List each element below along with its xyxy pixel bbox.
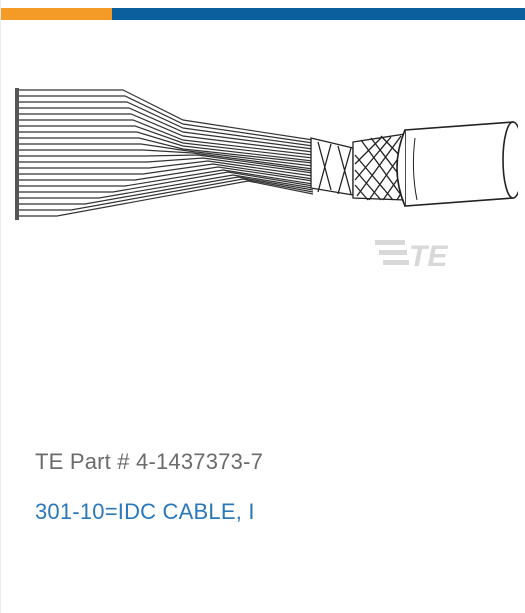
part-number-label: TE Part # 4-1437373-7 — [35, 449, 264, 474]
ribbon-cable-icon: TE — [15, 88, 524, 273]
cable-jacket — [396, 121, 524, 207]
ribbon-conductors — [17, 89, 314, 217]
te-watermark-logo — [375, 240, 409, 265]
product-title-link[interactable]: 301-10=IDC CABLE, I — [35, 499, 255, 524]
top-bar-orange-segment — [1, 8, 112, 20]
product-image[interactable]: TE — [13, 30, 524, 330]
ribbon-ends — [15, 88, 19, 220]
top-bar-blue-segment — [112, 8, 525, 20]
te-watermark-text: TE — [409, 240, 448, 273]
twisted-conductors — [310, 137, 354, 196]
brand-top-bar — [1, 0, 525, 20]
